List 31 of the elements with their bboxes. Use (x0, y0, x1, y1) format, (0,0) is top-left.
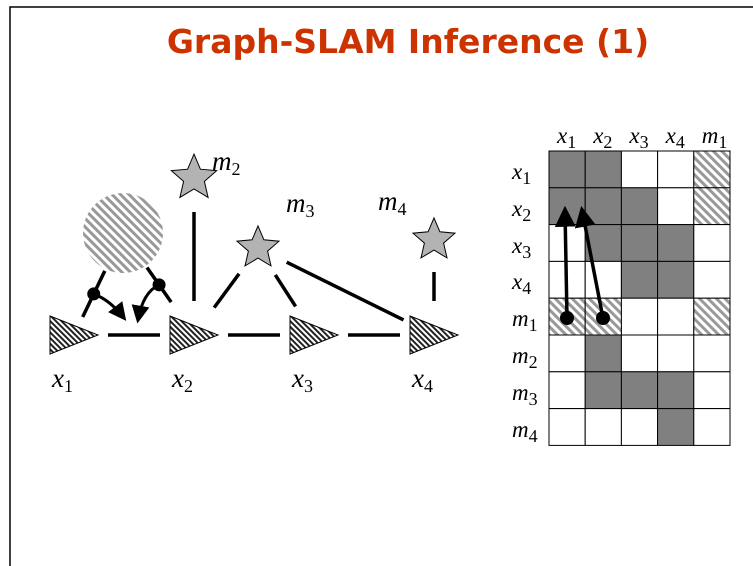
constraint-edge (108, 333, 160, 337)
factor-edge (81, 270, 106, 318)
constraint-edge (348, 333, 400, 337)
matrix-column-label: x$_{2}$ (593, 124, 612, 147)
pose-label: x$_{2}$ (172, 365, 193, 392)
landmark-label: m$_{4}$ (378, 188, 406, 215)
matrix-row-label: x$_{3}$ (512, 234, 532, 257)
matrix-row-label: m$_{3}$ (512, 380, 538, 404)
landmark-label: m$_{2}$ (212, 148, 240, 175)
matrix-column-label: m$_{1}$ (702, 124, 728, 147)
constraint-edge (192, 212, 196, 301)
matrix-row-label: x$_{4}$ (512, 270, 532, 294)
constraint-edge (286, 260, 404, 322)
slide-title: Graph-SLAM Inference (1) (166, 22, 650, 61)
factor-edge (146, 266, 173, 304)
constraint-edge (212, 272, 240, 309)
matrix-row-label: x$_{2}$ (512, 196, 532, 220)
matrix-row-label: m$_{1}$ (512, 307, 538, 330)
matrix-row-label: x$_{1}$ (512, 160, 532, 183)
matrix-column-label: x$_{4}$ (666, 124, 685, 147)
pose-label: x$_{1}$ (52, 365, 73, 392)
matrix-column-label: x$_{3}$ (629, 124, 649, 147)
constraint-edge (228, 333, 280, 337)
matrix-row-label: m$_{4}$ (512, 418, 538, 441)
pose-label: x$_{4}$ (412, 365, 433, 392)
constraint-edge (432, 272, 436, 301)
matrix-column-label: x$_{1}$ (557, 124, 576, 147)
pose-label: x$_{3}$ (292, 365, 313, 392)
landmark-label: m$_{3}$ (286, 190, 314, 217)
constraint-edge (274, 274, 298, 308)
matrix-row-label: m$_{2}$ (512, 344, 538, 367)
